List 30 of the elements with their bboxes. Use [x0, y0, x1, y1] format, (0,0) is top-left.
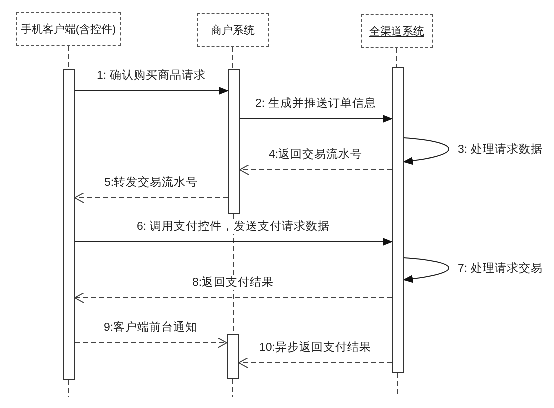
- edge-label: 5:转发交易流水号: [102, 176, 200, 190]
- edge-label: 10:异步返回支付结果: [258, 341, 374, 355]
- message-arrow: [74, 87, 229, 95]
- message-arrow: [74, 338, 228, 348]
- edge-label: 1: 确认购买商品请求: [95, 69, 208, 83]
- activation-bar: [392, 67, 404, 373]
- message-arrow: [74, 192, 228, 204]
- edge-label: 6: 调用支付控件，发送支付请求数据: [135, 220, 332, 234]
- message-arrow: [240, 115, 393, 123]
- participant-box: 全渠道系统: [361, 14, 433, 48]
- edge-label: 3: 处理请求数据: [456, 143, 545, 157]
- activation-bar: [63, 69, 75, 380]
- edge-label: 7: 处理请求交易: [456, 262, 545, 276]
- lifeline: [232, 378, 234, 398]
- message-arrow: [240, 164, 392, 176]
- self-message-arrow: [403, 258, 450, 283]
- participant-box: 商户系统: [197, 13, 269, 47]
- lifeline: [68, 380, 70, 398]
- message-arrow: [74, 238, 393, 246]
- self-message-arrow: [403, 138, 450, 165]
- lifeline: [396, 48, 398, 68]
- edge-label: 4:返回交易流水号: [267, 148, 365, 162]
- message-arrow: [74, 292, 392, 304]
- activation-bar: [228, 69, 240, 214]
- lifeline: [232, 46, 234, 70]
- participant-box: 手机客户端(含控件): [16, 12, 121, 46]
- message-arrow: [238, 358, 392, 368]
- edge-label: 2: 生成并推送订单信息: [254, 97, 378, 111]
- activation-bar: [227, 334, 239, 379]
- lifeline: [68, 46, 69, 70]
